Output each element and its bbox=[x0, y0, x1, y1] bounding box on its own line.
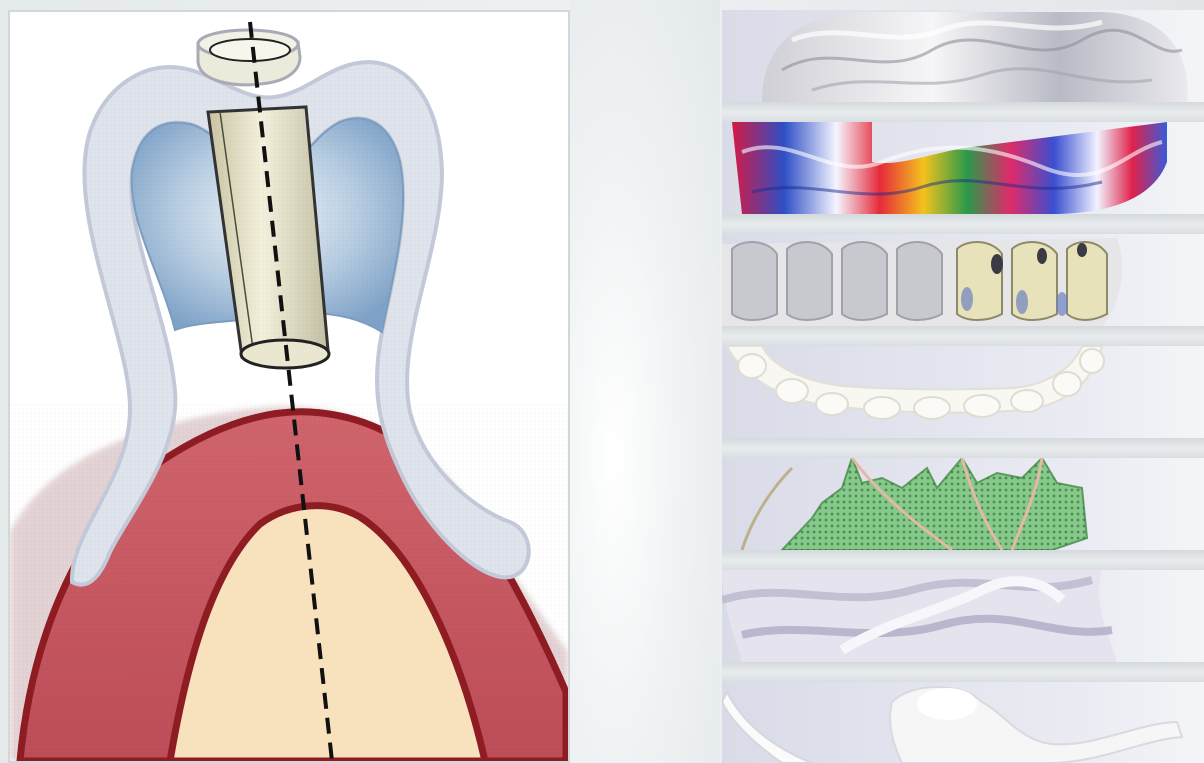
strip-divider bbox=[722, 214, 1204, 234]
strip-clear-lavender-splint bbox=[722, 570, 1204, 662]
implant-guide-diagram bbox=[8, 10, 570, 763]
strip-rainbow-splint bbox=[722, 122, 1204, 214]
material-strips bbox=[722, 10, 1204, 763]
strip-divider bbox=[722, 438, 1204, 458]
strip-green-leaf-splint bbox=[722, 458, 1204, 550]
strip-clear-marbled-splint bbox=[722, 10, 1204, 102]
strip-divider bbox=[722, 326, 1204, 346]
strip-white-bar-splint bbox=[722, 682, 1204, 763]
background-glow bbox=[570, 0, 720, 763]
strip-divider bbox=[722, 102, 1204, 122]
strip-divider bbox=[722, 550, 1204, 570]
strip-divider bbox=[722, 662, 1204, 682]
strip-white-arch-splint bbox=[722, 346, 1204, 438]
diagram-canvas bbox=[10, 12, 568, 761]
strip-clear-tooth-splint bbox=[722, 234, 1204, 326]
